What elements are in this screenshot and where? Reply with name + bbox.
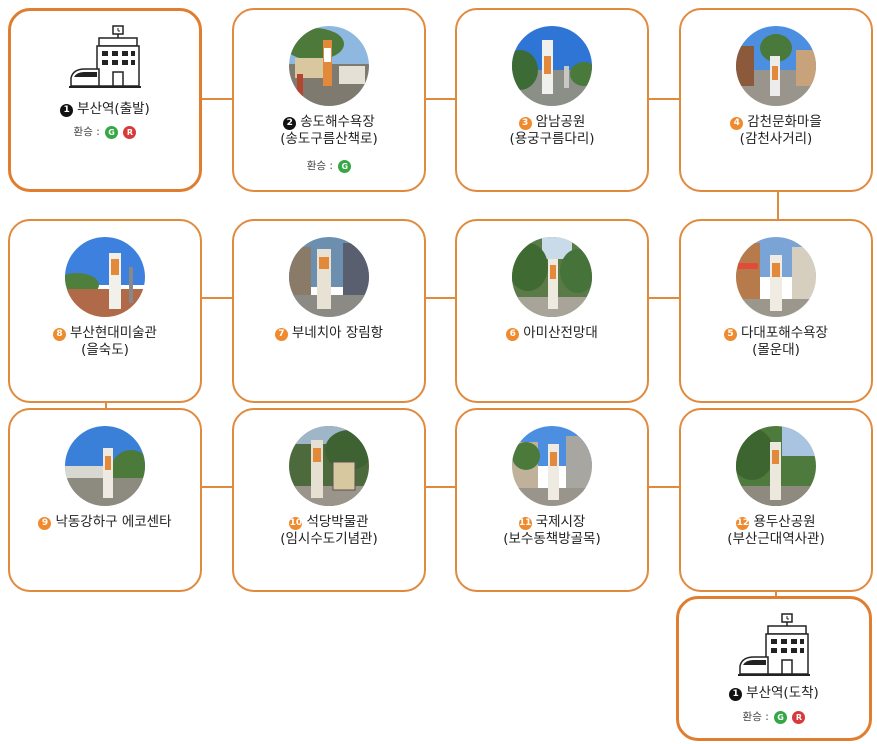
- stop-number-badge: 7: [274, 328, 288, 341]
- green-line-badge: G: [338, 160, 352, 173]
- stop-photo: [289, 426, 369, 506]
- transfer-info: 환승 : G: [234, 158, 424, 173]
- stop-photo: [736, 237, 816, 317]
- stop-photo: [65, 237, 145, 317]
- stop-number-badge: 3: [518, 117, 532, 130]
- stop-photo: [736, 426, 816, 506]
- stop-number-badge: 6: [506, 328, 520, 341]
- stop-photo: [512, 26, 592, 106]
- transfer-info: 환승 : G R: [11, 124, 199, 139]
- stop-number-badge: 2: [283, 117, 297, 130]
- red-line-badge: R: [123, 126, 137, 139]
- station-building-icon: [69, 25, 141, 88]
- stop-photo: [65, 426, 145, 506]
- stop-photo: [289, 237, 369, 317]
- green-line-badge: G: [105, 126, 119, 139]
- stop-photo: [512, 426, 592, 506]
- red-line-badge: R: [792, 711, 806, 724]
- transfer-info: 환승 : G R: [679, 709, 869, 724]
- stop-number-badge: 10: [289, 517, 303, 530]
- station-building-icon: [738, 613, 810, 676]
- stop-number-badge: 4: [730, 117, 744, 130]
- stop-number-badge: 9: [38, 517, 52, 530]
- stop-number-badge: 1: [60, 104, 74, 117]
- stop-number-badge: 5: [724, 328, 738, 341]
- stop-photo: [289, 26, 369, 106]
- stop-photo: [512, 237, 592, 317]
- stop-number-badge: 12: [736, 517, 750, 530]
- stop-number-badge: 11: [518, 517, 532, 530]
- stop-number-badge: 1: [729, 688, 743, 701]
- green-line-badge: G: [774, 711, 788, 724]
- stop-photo: [736, 26, 816, 106]
- stop-number-badge: 8: [53, 328, 67, 341]
